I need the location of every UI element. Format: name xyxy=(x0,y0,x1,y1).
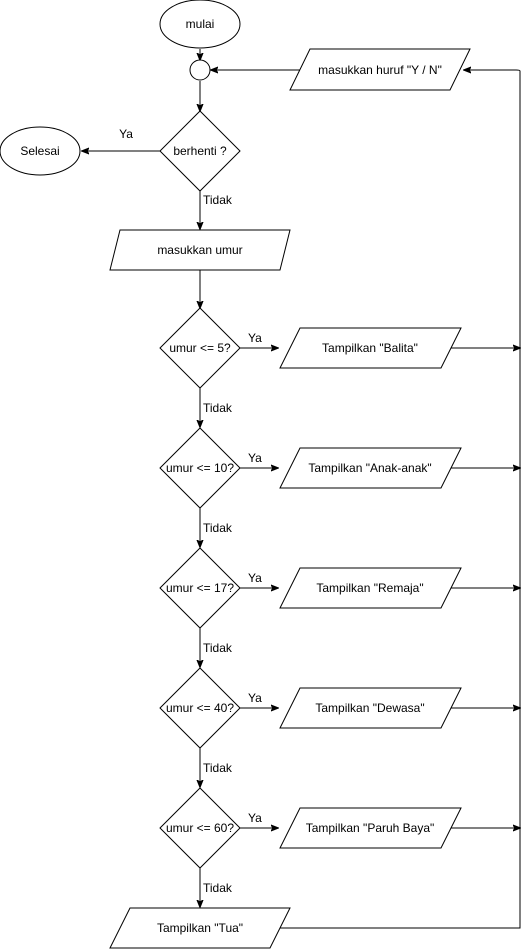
decision-age-40-label: umur <= 40? xyxy=(166,701,234,715)
decision-age-10-label: umur <= 10? xyxy=(166,461,234,475)
decision-age-60: umur <= 60? xyxy=(159,787,241,869)
input-age-parallelogram: masukkan umur xyxy=(109,229,291,271)
edge-label-ya-40: Ya xyxy=(248,691,262,705)
stop-decision-diamond: berhenti ? xyxy=(159,110,241,192)
decision-age-5: umur <= 5? xyxy=(159,307,241,389)
input-age-label: masukkan umur xyxy=(157,243,242,257)
output-paruh-baya: Tampilkan "Paruh Baya" xyxy=(279,807,462,849)
output-remaja: Tampilkan "Remaja" xyxy=(279,567,462,609)
edge-label-ya-10: Ya xyxy=(248,451,262,465)
output-dewasa-label: Tampilkan "Dewasa" xyxy=(315,701,424,715)
end-label: Selesai xyxy=(20,144,59,158)
input-choice-parallelogram: masukkan huruf "Y / N" xyxy=(289,48,471,91)
start-label: mulai xyxy=(186,17,215,31)
edge-label-ya-5: Ya xyxy=(248,331,262,345)
edge-label-ya-stop: Ya xyxy=(119,127,133,141)
output-dewasa: Tampilkan "Dewasa" xyxy=(279,687,462,729)
edge-label-ya-60: Ya xyxy=(248,811,262,825)
end-terminator: Selesai xyxy=(0,126,81,176)
output-balita-label: Tampilkan "Balita" xyxy=(322,341,418,355)
edge-label-tidak-17: Tidak xyxy=(203,641,233,655)
edge-label-ya-17: Ya xyxy=(248,571,262,585)
stop-decision-label: berhenti ? xyxy=(173,144,227,158)
edge-labels: Ya Tidak Ya Tidak Ya Tidak Ya Tidak Ya T… xyxy=(119,127,262,895)
start-terminator: mulai xyxy=(159,0,241,49)
loop-connector xyxy=(189,59,211,81)
output-anak-anak: Tampilkan "Anak-anak" xyxy=(279,447,462,489)
decision-age-10: umur <= 10? xyxy=(159,427,241,509)
nodes: mulai masukkan huruf "Y / N" berhenti ? … xyxy=(0,0,471,949)
output-anak-anak-label: Tampilkan "Anak-anak" xyxy=(308,461,431,475)
decision-age-60-label: umur <= 60? xyxy=(166,821,234,835)
edge-label-tidak-60: Tidak xyxy=(203,881,233,895)
output-paruh-baya-label: Tampilkan "Paruh Baya" xyxy=(306,821,435,835)
output-remaja-label: Tampilkan "Remaja" xyxy=(316,581,423,595)
output-balita: Tampilkan "Balita" xyxy=(279,327,462,369)
edges xyxy=(82,49,521,929)
edge-label-tidak-5: Tidak xyxy=(203,401,233,415)
edge-label-tidak-stop: Tidak xyxy=(203,193,233,207)
decision-age-17-label: umur <= 17? xyxy=(166,581,234,595)
input-choice-label: masukkan huruf "Y / N" xyxy=(318,63,442,77)
decision-age-17: umur <= 17? xyxy=(159,547,241,629)
edge-label-tidak-40: Tidak xyxy=(203,761,233,775)
decision-age-40: umur <= 40? xyxy=(159,667,241,749)
decision-age-5-label: umur <= 5? xyxy=(169,341,231,355)
edge-label-tidak-10: Tidak xyxy=(203,521,233,535)
output-tua-label: Tampilkan "Tua" xyxy=(157,921,243,935)
output-tua: Tampilkan "Tua" xyxy=(109,907,291,949)
edge-tua-to-input-choice xyxy=(280,70,521,929)
